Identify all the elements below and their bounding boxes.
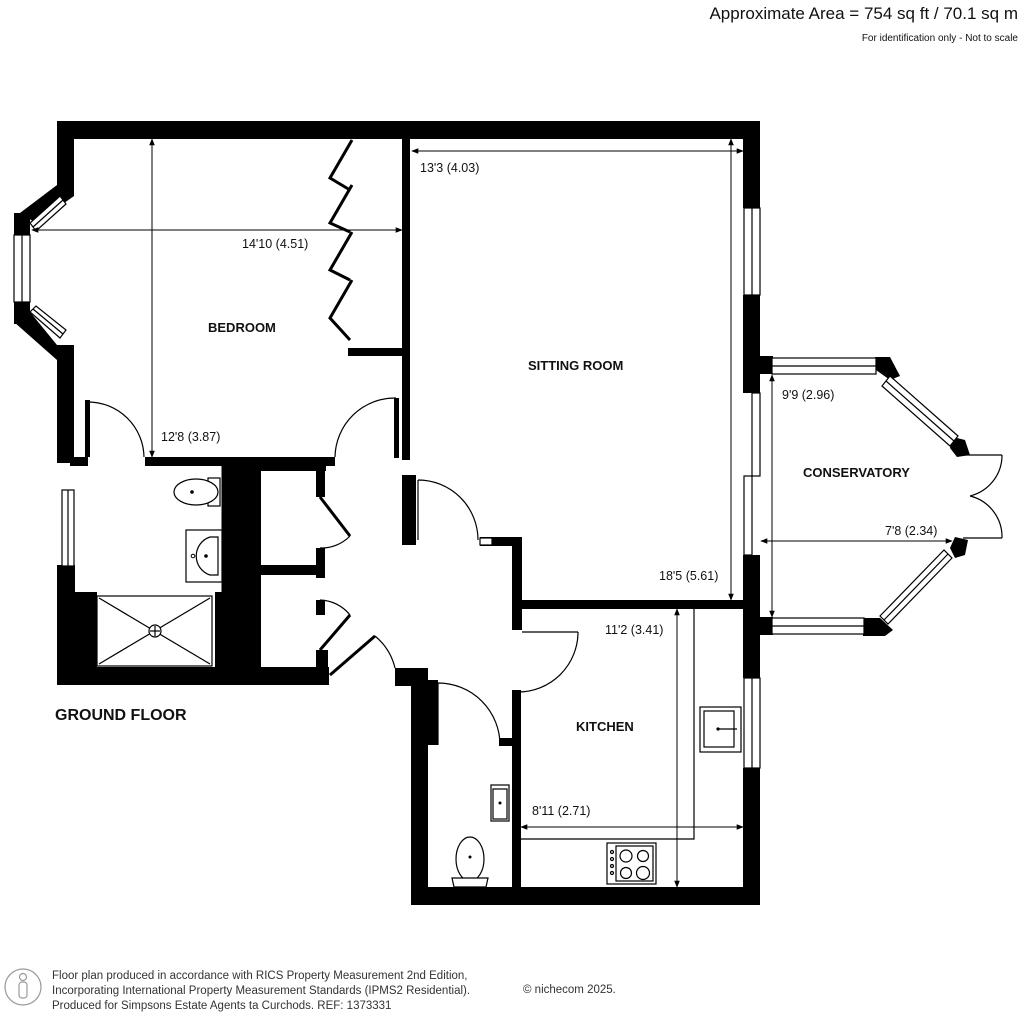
approximate-area: Approximate Area = 754 sq ft / 70.1 sq m [709, 4, 1018, 23]
fixtures [96, 477, 742, 888]
windows [13, 195, 959, 769]
footer-line-2: Incorporating International Property Mea… [52, 985, 471, 997]
conservatory-length: 9'9 (2.96) [782, 388, 834, 402]
bedroom-label: BEDROOM [208, 320, 276, 335]
bedroom-length: 12'8 (3.87) [161, 430, 220, 444]
dimension-lines [31, 138, 953, 888]
ensuite-toilet-icon [173, 477, 221, 507]
sitting-room-width: 13'3 (4.03) [420, 161, 479, 175]
footer-line-3: Produced for Simpsons Estate Agents ta C… [52, 1000, 392, 1012]
hob-icon [606, 842, 657, 885]
footer-disclaimer: Floor plan produced in accordance with R… [52, 969, 470, 1014]
copyright: © nichecom 2025. [523, 984, 616, 996]
sitting-room-length: 18'5 (5.61) [659, 569, 718, 583]
floor-label: GROUND FLOOR [55, 707, 187, 724]
conservatory-width: 7'8 (2.34) [885, 524, 937, 538]
doors [85, 139, 1003, 746]
sitting-room-label: SITTING ROOM [528, 358, 623, 373]
kitchen-label: KITCHEN [576, 719, 634, 734]
walls [14, 121, 970, 905]
wc-toilet-icon [451, 836, 489, 888]
conservatory-label: CONSERVATORY [803, 465, 910, 480]
footer-line-1: Floor plan produced in accordance with R… [52, 970, 468, 982]
bedroom-width: 14'10 (4.51) [242, 237, 308, 251]
kitchen-sink-icon [699, 706, 742, 753]
ensuite-basin-icon [185, 529, 223, 583]
scale-disclaimer: For identification only - Not to scale [861, 33, 1018, 44]
shower-tray-icon [96, 595, 213, 667]
kitchen-length: 11'2 (3.41) [605, 623, 663, 637]
wc-basin-icon [490, 784, 510, 822]
kitchen-width: 8'11 (2.71) [532, 804, 590, 818]
person-info-icon [4, 968, 42, 1006]
